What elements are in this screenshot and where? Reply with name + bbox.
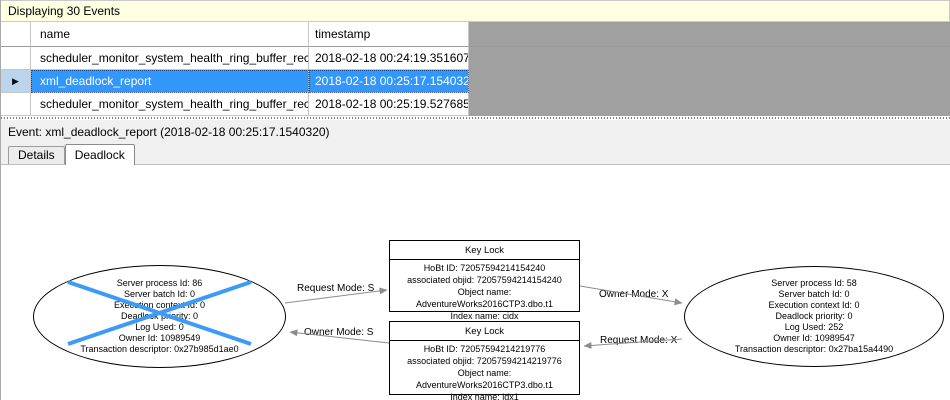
node-text-line: Object name: AdventureWorks2016CTP3.dbo.… <box>416 287 553 309</box>
node-text-line: Log Used: 252 <box>784 322 844 332</box>
row-selector-cell[interactable] <box>1 93 31 116</box>
event-timestamp-cell[interactable]: 2018-02-18 00:24:19.3516078 <box>309 47 469 70</box>
grid-empty-area <box>469 70 950 93</box>
edge-label-request-mode-x: Request Mode: X <box>600 335 678 346</box>
grid-empty-area <box>469 47 950 70</box>
events-count-label: Displaying 30 Events <box>8 4 121 18</box>
resource-title: Key Lock <box>390 241 579 260</box>
node-text-line: Server process Id: 86 <box>116 278 203 288</box>
node-text-line: Index name: idx1 <box>450 392 519 400</box>
node-text-line: Object name: AdventureWorks2016CTP3.dbo.… <box>416 368 553 390</box>
table-row[interactable]: scheduler_monitor_system_health_ring_buf… <box>1 47 950 70</box>
process-node-victim[interactable]: Server process Id: 86 Server batch Id: 0… <box>33 265 286 368</box>
pane-splitter[interactable] <box>1 116 950 120</box>
table-row[interactable]: scheduler_monitor_system_health_ring_buf… <box>1 93 950 116</box>
resource-node-key-lock-top[interactable]: Key Lock HoBt ID: 72057594214154240 asso… <box>389 240 580 321</box>
node-text-line: Transaction descriptor: 0x27b985d1ae0 <box>80 344 239 354</box>
current-row-arrow-icon: ▶ <box>12 75 19 86</box>
event-name-cell[interactable]: scheduler_monitor_system_health_ring_buf… <box>31 93 309 116</box>
grid-empty-area <box>469 93 950 116</box>
edge-label-owner-mode-s: Owner Mode: S <box>304 327 374 338</box>
node-text-line: Owner Id: 10989549 <box>118 333 201 343</box>
node-text-line: Server batch Id: 0 <box>778 289 850 299</box>
node-text-line: HoBt ID: 72057594214154240 <box>423 263 546 273</box>
event-name-cell[interactable]: xml_deadlock_report <box>31 70 309 93</box>
event-name-cell[interactable]: scheduler_monitor_system_health_ring_buf… <box>31 47 309 70</box>
column-header-name[interactable]: name <box>31 22 309 47</box>
selected-event-label: Event: xml_deadlock_report (2018-02-18 0… <box>8 125 330 139</box>
events-grid-header: name timestamp <box>1 22 950 47</box>
table-row-selected[interactable]: ▶ xml_deadlock_report 2018-02-18 00:25:1… <box>1 70 950 93</box>
resource-node-key-lock-bottom[interactable]: Key Lock HoBt ID: 72057594214219776 asso… <box>389 321 580 400</box>
node-text-line: Server batch Id: 0 <box>123 289 196 299</box>
node-text-line: Owner Id: 10989547 <box>773 333 855 343</box>
node-text-line: Deadlock priority: 0 <box>775 311 853 321</box>
edge-label-request-mode-s: Request Mode: S <box>297 283 375 294</box>
selected-event-header: Event: xml_deadlock_report (2018-02-18 0… <box>1 120 950 144</box>
resource-title: Key Lock <box>390 322 579 341</box>
event-timestamp-cell[interactable]: 2018-02-18 00:25:19.5276859 <box>309 93 469 116</box>
events-count-bar: Displaying 30 Events <box>1 0 950 22</box>
node-text-line: associated objid: 72057594214154240 <box>407 275 562 285</box>
node-text-line: Log Used: 0 <box>135 322 184 332</box>
deadlock-graph-pane: Server process Id: 86 Server batch Id: 0… <box>1 165 950 400</box>
node-text-line: Server process Id: 58 <box>771 278 857 288</box>
node-text-line: Transaction descriptor: 0x27ba15a4490 <box>734 344 894 354</box>
grid-empty-area <box>469 22 950 47</box>
tab-details[interactable]: Details <box>8 146 65 164</box>
row-selector-cell[interactable]: ▶ <box>1 70 31 93</box>
node-text-line: Index name: cidx <box>450 311 519 321</box>
column-header-timestamp[interactable]: timestamp <box>309 22 469 47</box>
row-selector-cell[interactable] <box>1 47 31 70</box>
node-text-line: associated objid: 72057594214219776 <box>407 356 562 366</box>
process-node[interactable]: Server process Id: 58 Server batch Id: 0… <box>684 266 944 367</box>
row-selector-header <box>1 22 31 47</box>
event-timestamp-cell[interactable]: 2018-02-18 00:25:17.1540320 <box>309 70 469 93</box>
node-text-line: HoBt ID: 72057594214219776 <box>423 344 546 354</box>
events-grid: name timestamp scheduler_monitor_system_… <box>1 22 950 116</box>
node-text-line: Deadlock priority: 0 <box>120 311 199 321</box>
edge-label-owner-mode-x: Owner Mode: X <box>599 289 669 300</box>
node-text-line: Execution context Id: 0 <box>113 300 206 310</box>
detail-tabstrip: Details Deadlock <box>1 144 950 165</box>
node-text-line: Execution context Id: 0 <box>768 300 860 310</box>
tab-deadlock[interactable]: Deadlock <box>64 144 135 165</box>
